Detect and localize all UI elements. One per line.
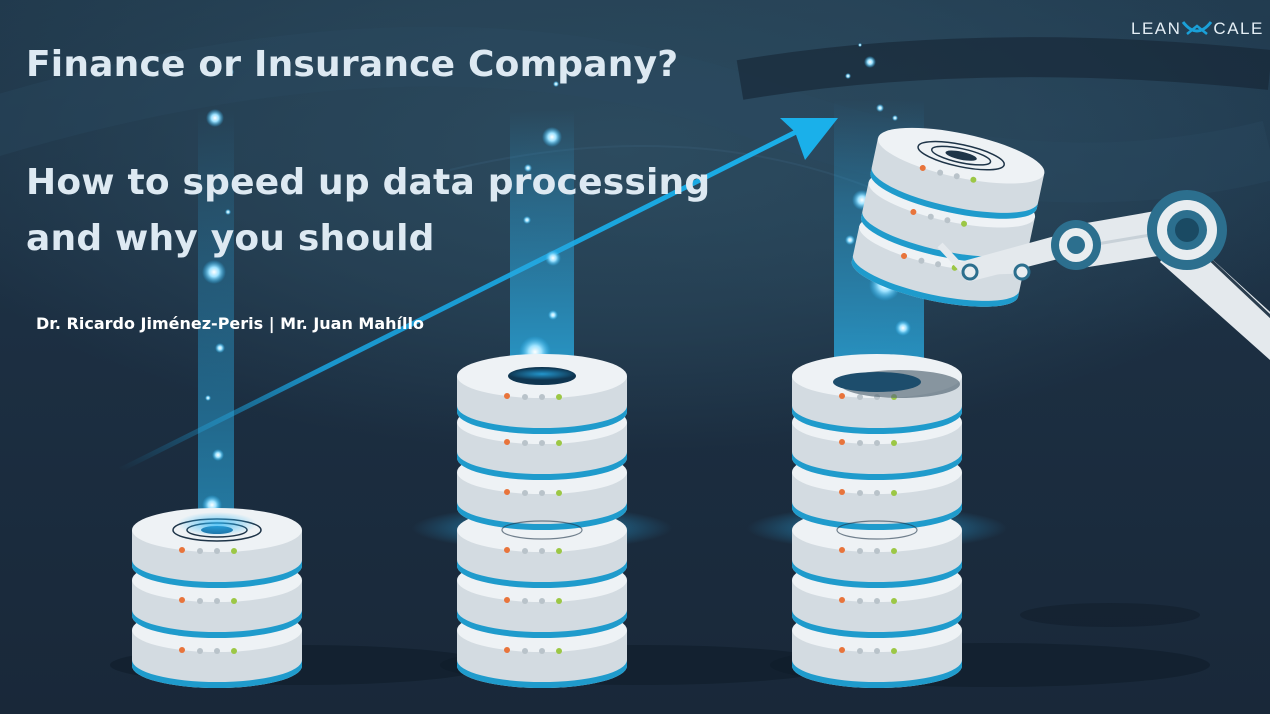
leanxcale-logo-icon — [1182, 21, 1213, 35]
subtitle-line-2: and why you should — [26, 218, 435, 259]
slide-title: Finance or Insurance Company? — [26, 44, 679, 85]
leanxcale-logo: LEAN CALE — [1131, 18, 1264, 40]
logo-text-left: LEAN — [1131, 19, 1182, 38]
subtitle-line-1: How to speed up data processing — [26, 162, 711, 203]
logo-text-right: CALE — [1213, 19, 1264, 38]
authors: Dr. Ricardo Jiménez-Peris | Mr. Juan Mah… — [36, 314, 424, 333]
robot-arm-icon — [937, 190, 1270, 360]
lifted-database-icon — [847, 116, 1049, 319]
database-server-icon — [747, 354, 1007, 688]
database-server-icon — [132, 508, 302, 688]
database-server-icon — [412, 354, 672, 688]
slide-subtitle: How to speed up data processing and why … — [26, 155, 726, 267]
